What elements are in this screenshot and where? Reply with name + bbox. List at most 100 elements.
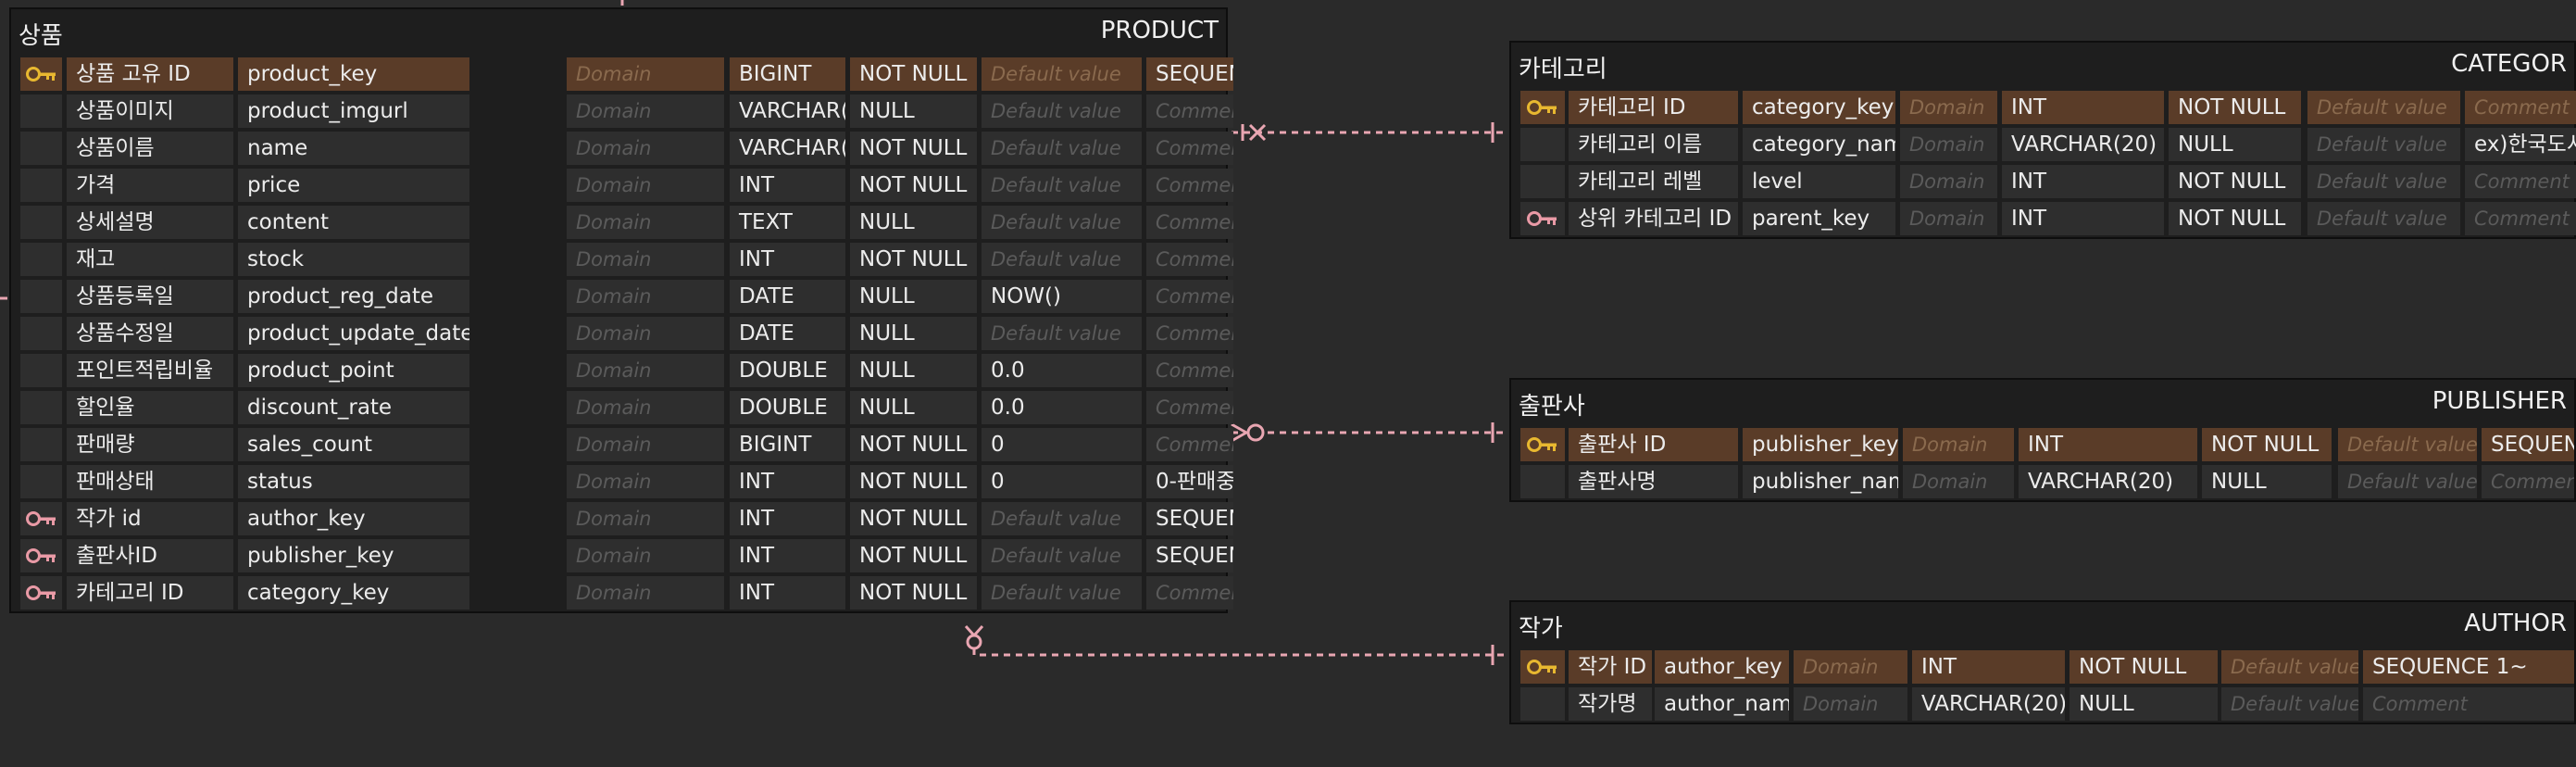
domain-cell[interactable]: Domain [1794, 687, 1907, 721]
physical-name-cell[interactable]: author_name [1655, 687, 1789, 721]
domain-cell[interactable]: Domain [567, 539, 724, 572]
logical-name-cell[interactable]: 출판사ID [67, 539, 233, 572]
domain-cell[interactable]: Domain [567, 465, 724, 498]
logical-name-cell[interactable]: 판매량 [67, 428, 233, 461]
comment-cell[interactable]: Comment [1146, 391, 1233, 424]
nullable-cell[interactable]: NOT NULL [850, 576, 977, 610]
data-type-cell[interactable]: INT [2002, 165, 2164, 198]
data-type-cell[interactable]: INT [730, 465, 845, 498]
physical-name-cell[interactable]: publisher_key [238, 539, 469, 572]
physical-name-cell[interactable]: product_update_date [238, 317, 469, 350]
default-value-cell[interactable]: Default value [2307, 91, 2460, 124]
domain-cell[interactable]: Domain [1900, 128, 1997, 161]
nullable-cell[interactable]: NOT NULL [850, 169, 977, 202]
domain-cell[interactable]: Domain [567, 428, 724, 461]
comment-cell[interactable]: 0-판매중 / 1-판매중단 [1146, 465, 1233, 498]
data-type-cell[interactable]: VARCHAR(50 [730, 94, 845, 128]
physical-name-cell[interactable]: publisher_name [1743, 465, 1898, 498]
comment-cell[interactable]: SEQUENCE 1~ [1146, 57, 1233, 91]
data-type-cell[interactable]: INT [730, 243, 845, 276]
nullable-cell[interactable]: NOT NULL [850, 502, 977, 535]
default-value-cell[interactable]: 0 [982, 465, 1142, 498]
data-type-cell[interactable]: VARCHAR(30) [730, 132, 845, 165]
default-value-cell[interactable]: Default value [982, 502, 1142, 535]
default-value-cell[interactable]: Default value [2338, 428, 2477, 461]
domain-cell[interactable]: Domain [1903, 465, 2014, 498]
default-value-cell[interactable]: 0.0 [982, 391, 1142, 424]
logical-name-cell[interactable]: 출판사명 [1569, 465, 1738, 498]
nullable-cell[interactable]: NULL [850, 354, 977, 387]
data-type-cell[interactable]: INT [1912, 650, 2065, 684]
default-value-cell[interactable]: 0 [982, 428, 1142, 461]
nullable-cell[interactable]: NOT NULL [850, 57, 977, 91]
logical-name-cell[interactable]: 상품 고유 ID [67, 57, 233, 91]
physical-name-cell[interactable]: product_reg_date [238, 280, 469, 313]
data-type-cell[interactable]: INT [2002, 91, 2164, 124]
nullable-cell[interactable]: NOT NULL [850, 465, 977, 498]
default-value-cell[interactable]: Default value [2338, 465, 2477, 498]
comment-cell[interactable]: SEQUENCE 1~ [1146, 539, 1233, 572]
column-row[interactable]: 카테고리 이름category_nameDomainVARCHAR(20)NUL… [1511, 126, 2576, 163]
nullable-cell[interactable]: NOT NULL [2202, 428, 2332, 461]
default-value-cell[interactable]: Default value [982, 132, 1142, 165]
data-type-cell[interactable]: DATE [730, 317, 845, 350]
default-value-cell[interactable]: Default value [982, 243, 1142, 276]
data-type-cell[interactable]: INT [730, 539, 845, 572]
default-value-cell[interactable]: Default value [982, 206, 1142, 239]
domain-cell[interactable]: Domain [1794, 650, 1907, 684]
column-row[interactable]: 상품이미지product_imgurlDomainVARCHAR(50NULLD… [11, 93, 1233, 130]
physical-name-cell[interactable]: level [1743, 165, 1895, 198]
logical-name-cell[interactable]: 상품이름 [67, 132, 233, 165]
domain-cell[interactable]: Domain [567, 243, 724, 276]
logical-name-cell[interactable]: 상세설명 [67, 206, 233, 239]
default-value-cell[interactable]: Default value [982, 539, 1142, 572]
comment-cell[interactable]: Comment [2482, 465, 2574, 498]
comment-cell[interactable]: Comment [1146, 132, 1233, 165]
logical-name-cell[interactable]: 작가 id [67, 502, 233, 535]
logical-name-cell[interactable]: 상품이미지 [67, 94, 233, 128]
data-type-cell[interactable]: DATE [730, 280, 845, 313]
default-value-cell[interactable]: Default value [982, 576, 1142, 610]
logical-name-cell[interactable]: 재고 [67, 243, 233, 276]
nullable-cell[interactable]: NULL [2169, 128, 2301, 161]
data-type-cell[interactable]: INT [730, 576, 845, 610]
nullable-cell[interactable]: NOT NULL [2169, 91, 2301, 124]
domain-cell[interactable]: Domain [567, 502, 724, 535]
nullable-cell[interactable]: NULL [850, 94, 977, 128]
logical-name-cell[interactable]: 상위 카테고리 ID [1569, 202, 1738, 235]
data-type-cell[interactable]: VARCHAR(20) [2019, 465, 2197, 498]
physical-name-cell[interactable]: price [238, 169, 469, 202]
nullable-cell[interactable]: NOT NULL [2169, 202, 2301, 235]
comment-cell[interactable]: ex)한국도서 [2465, 128, 2576, 161]
data-type-cell[interactable]: VARCHAR(20) [1912, 687, 2065, 721]
data-type-cell[interactable]: DOUBLE [730, 391, 845, 424]
default-value-cell[interactable]: Default value [2307, 128, 2460, 161]
nullable-cell[interactable]: NOT NULL [2169, 165, 2301, 198]
nullable-cell[interactable]: NOT NULL [850, 243, 977, 276]
physical-name-cell[interactable]: discount_rate [238, 391, 469, 424]
default-value-cell[interactable]: Default value [2307, 165, 2460, 198]
column-row[interactable]: 출판사명publisher_nameDomainVARCHAR(20)NULLD… [1511, 463, 2574, 500]
physical-name-cell[interactable]: product_key [238, 57, 469, 91]
logical-name-cell[interactable]: 작가 ID [1569, 650, 1652, 684]
comment-cell[interactable]: Comment [1146, 169, 1233, 202]
physical-name-cell[interactable]: product_imgurl [238, 94, 469, 128]
domain-cell[interactable]: Domain [567, 391, 724, 424]
physical-name-cell[interactable]: author_key [238, 502, 469, 535]
logical-name-cell[interactable]: 작가명 [1569, 687, 1652, 721]
data-type-cell[interactable]: INT [2019, 428, 2197, 461]
